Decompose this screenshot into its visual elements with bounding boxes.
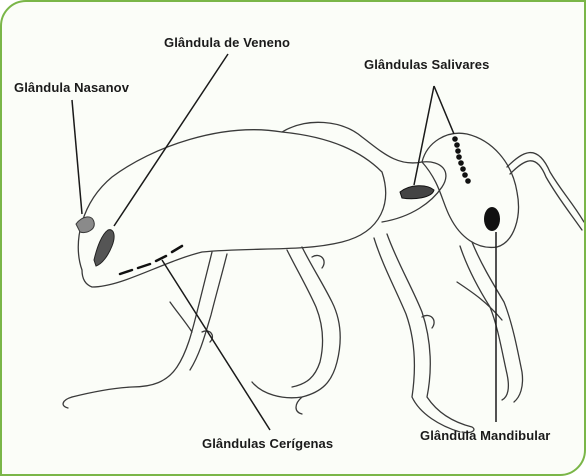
venom-gland [94,230,114,266]
label-venom-gland: Glândula de Veneno [164,35,290,50]
thorax-outline [282,122,446,222]
nasanov-gland [76,217,94,233]
label-mandibular-gland: Glândula Mandibular [420,428,550,443]
front-leg [472,242,523,402]
leader-nasanov [72,100,82,214]
salivary-gland-head [452,136,471,184]
abdomen-outline [78,130,385,287]
salivary-gland-thorax [400,186,434,199]
leader-salivares-left [414,86,434,185]
mandibular-gland [484,207,500,231]
hind-leg [252,247,340,398]
leader-cerigenas [162,260,270,430]
middle-leg [387,234,474,433]
label-wax-glands: Glândulas Cerígenas [202,436,333,451]
label-salivary-glands: Glândulas Salivares [364,57,489,72]
label-nasanov-gland: Glândula Nasanov [14,80,129,95]
head-outline [422,133,518,247]
leader-veneno [114,54,228,226]
leader-salivares-right [434,86,454,134]
